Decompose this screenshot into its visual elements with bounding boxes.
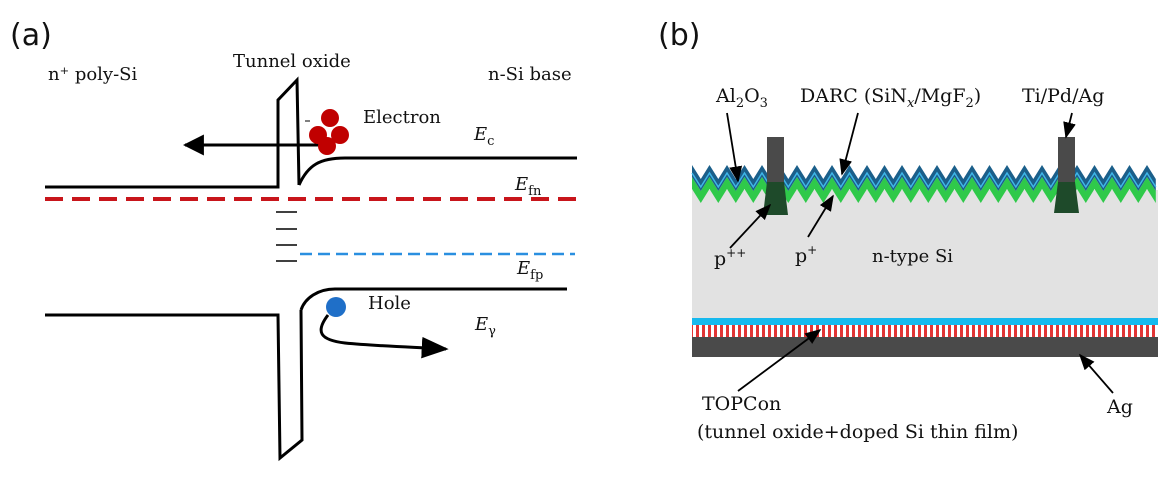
hole-transport-arrow: [319, 314, 449, 359]
p-plus-label: p+: [795, 243, 817, 267]
topcon-description: (tunnel oxide+doped Si thin film): [697, 421, 1018, 443]
topcon-layer: [692, 325, 1158, 337]
hole-label: Hole: [368, 293, 411, 314]
al2o3-pointer: [726, 112, 743, 183]
ev-label: Eγ: [474, 314, 496, 339]
ec-label: Ec: [473, 124, 494, 149]
ag-rear-contact: [692, 337, 1158, 357]
valence-band-left: [45, 309, 304, 462]
p-plus-emitter-layer: [692, 177, 1156, 203]
n-poly-si-label: n⁺ poly-Si: [48, 64, 138, 85]
panel-b-label: (b): [658, 18, 700, 53]
p-plus-plus-pointer: [729, 203, 772, 249]
electron-dot: [331, 126, 349, 144]
panel-b-cell-structure: (b) Al2O3 DARC (SiNx/MgF2) Ti/Pd/Ag p++ …: [658, 18, 1158, 443]
conduction-band-left: [45, 76, 301, 189]
p-plus-plus-region-right: [1054, 182, 1079, 213]
contact-pointer: [1063, 112, 1076, 139]
hole-dot: [326, 297, 346, 317]
p-plus-plus-label: p++: [714, 246, 746, 270]
ag-pointer: [1078, 353, 1114, 394]
p-plus-pointer: [807, 194, 834, 238]
ag-label: Ag: [1106, 396, 1133, 418]
substrate-label: n-type Si: [872, 246, 953, 267]
efn-label: Efn: [514, 174, 542, 199]
p-plus-plus-region-left: [763, 182, 788, 215]
n-si-base-label: n-Si base: [488, 64, 572, 85]
panel-a-label: (a): [10, 18, 52, 53]
al2o3-label: Al2O3: [715, 85, 768, 111]
darc-pointer: [839, 112, 859, 176]
topcon-label: TOPCon: [702, 393, 781, 415]
front-contact-left: [767, 137, 784, 182]
rear-passivation-layer: [692, 318, 1158, 325]
contact-label: Ti/Pd/Ag: [1022, 85, 1104, 107]
topcon-pointer: [737, 329, 822, 392]
electron-dot: [318, 137, 336, 155]
panel-a-band-diagram: (a) n⁺ poly-Si Tunnel oxide n-Si base El…: [10, 18, 580, 462]
front-contact-right: [1058, 137, 1075, 182]
efp-label: Efp: [516, 258, 543, 283]
electron-label: Electron: [363, 107, 441, 128]
tunnel-oxide-label: Tunnel oxide: [233, 51, 351, 72]
valence-band-right: [299, 287, 567, 311]
darc-label: DARC (SiNx/MgF2): [800, 85, 981, 111]
conduction-band-right: [297, 156, 577, 186]
electron-dot: [321, 109, 339, 127]
